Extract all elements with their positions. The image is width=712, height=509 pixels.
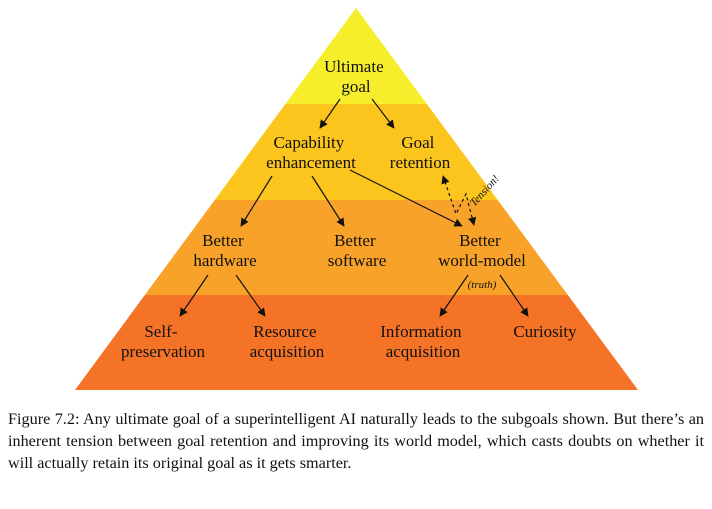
node-better-software: Better software bbox=[328, 231, 387, 270]
arrow-world-model-to-information bbox=[439, 274, 469, 317]
node-capability-enhancement: Capability enhancement bbox=[266, 133, 356, 172]
node-information-acquisition-line1: Information bbox=[380, 322, 462, 341]
node-better-world-model-line1: Better bbox=[459, 231, 501, 250]
goal-pyramid-diagram: Ultimate goal Capability enhancement Goa… bbox=[75, 8, 638, 390]
pyramid-tier-bottom bbox=[75, 295, 638, 390]
node-better-hardware: Better hardware bbox=[193, 231, 256, 270]
node-capability-enhancement-line2: enhancement bbox=[266, 153, 356, 172]
node-better-hardware-line1: Better bbox=[202, 231, 244, 250]
arrow-hardware-to-resource bbox=[235, 274, 266, 317]
node-ultimate-goal-line1: Ultimate bbox=[324, 57, 383, 76]
node-curiosity: Curiosity bbox=[513, 322, 577, 341]
node-resource-acquisition: Resource acquisition bbox=[250, 322, 325, 361]
node-goal-retention-line2: retention bbox=[390, 153, 451, 172]
truth-label: (truth) bbox=[468, 279, 497, 291]
arrow-goal-to-capability bbox=[319, 98, 341, 129]
node-information-acquisition-line2: acquisition bbox=[386, 342, 461, 361]
node-ultimate-goal: Ultimate goal bbox=[324, 57, 388, 96]
node-ultimate-goal-line2: goal bbox=[341, 77, 371, 96]
node-goal-retention-line1: Goal bbox=[401, 133, 434, 152]
node-better-hardware-line2: hardware bbox=[193, 251, 256, 270]
figure-caption: Figure 7.2: Any ultimate goal of a super… bbox=[8, 410, 704, 472]
tension-arrow bbox=[441, 175, 477, 226]
node-better-world-model: Better world-model bbox=[438, 231, 526, 270]
node-goal-retention: Goal retention bbox=[390, 133, 451, 172]
arrow-goal-to-retention bbox=[371, 98, 395, 129]
node-better-world-model-line2: world-model bbox=[438, 251, 526, 270]
arrow-hardware-to-self-preservation bbox=[179, 274, 209, 317]
node-information-acquisition: Information acquisition bbox=[380, 322, 465, 361]
pyramid-tier-second bbox=[75, 104, 638, 200]
node-resource-acquisition-line1: Resource bbox=[253, 322, 316, 341]
node-better-software-line2: software bbox=[328, 251, 387, 270]
arrow-world-model-to-curiosity bbox=[499, 274, 529, 317]
node-self-preservation: Self- preservation bbox=[121, 322, 206, 361]
arrow-capability-to-hardware bbox=[240, 175, 273, 227]
node-resource-acquisition-line2: acquisition bbox=[250, 342, 325, 361]
node-self-preservation-line2: preservation bbox=[121, 342, 206, 361]
node-better-software-line1: Better bbox=[334, 231, 376, 250]
arrow-capability-to-software bbox=[311, 175, 345, 227]
node-self-preservation-line1: Self- bbox=[144, 322, 177, 341]
node-capability-enhancement-line1: Capability bbox=[273, 133, 344, 152]
